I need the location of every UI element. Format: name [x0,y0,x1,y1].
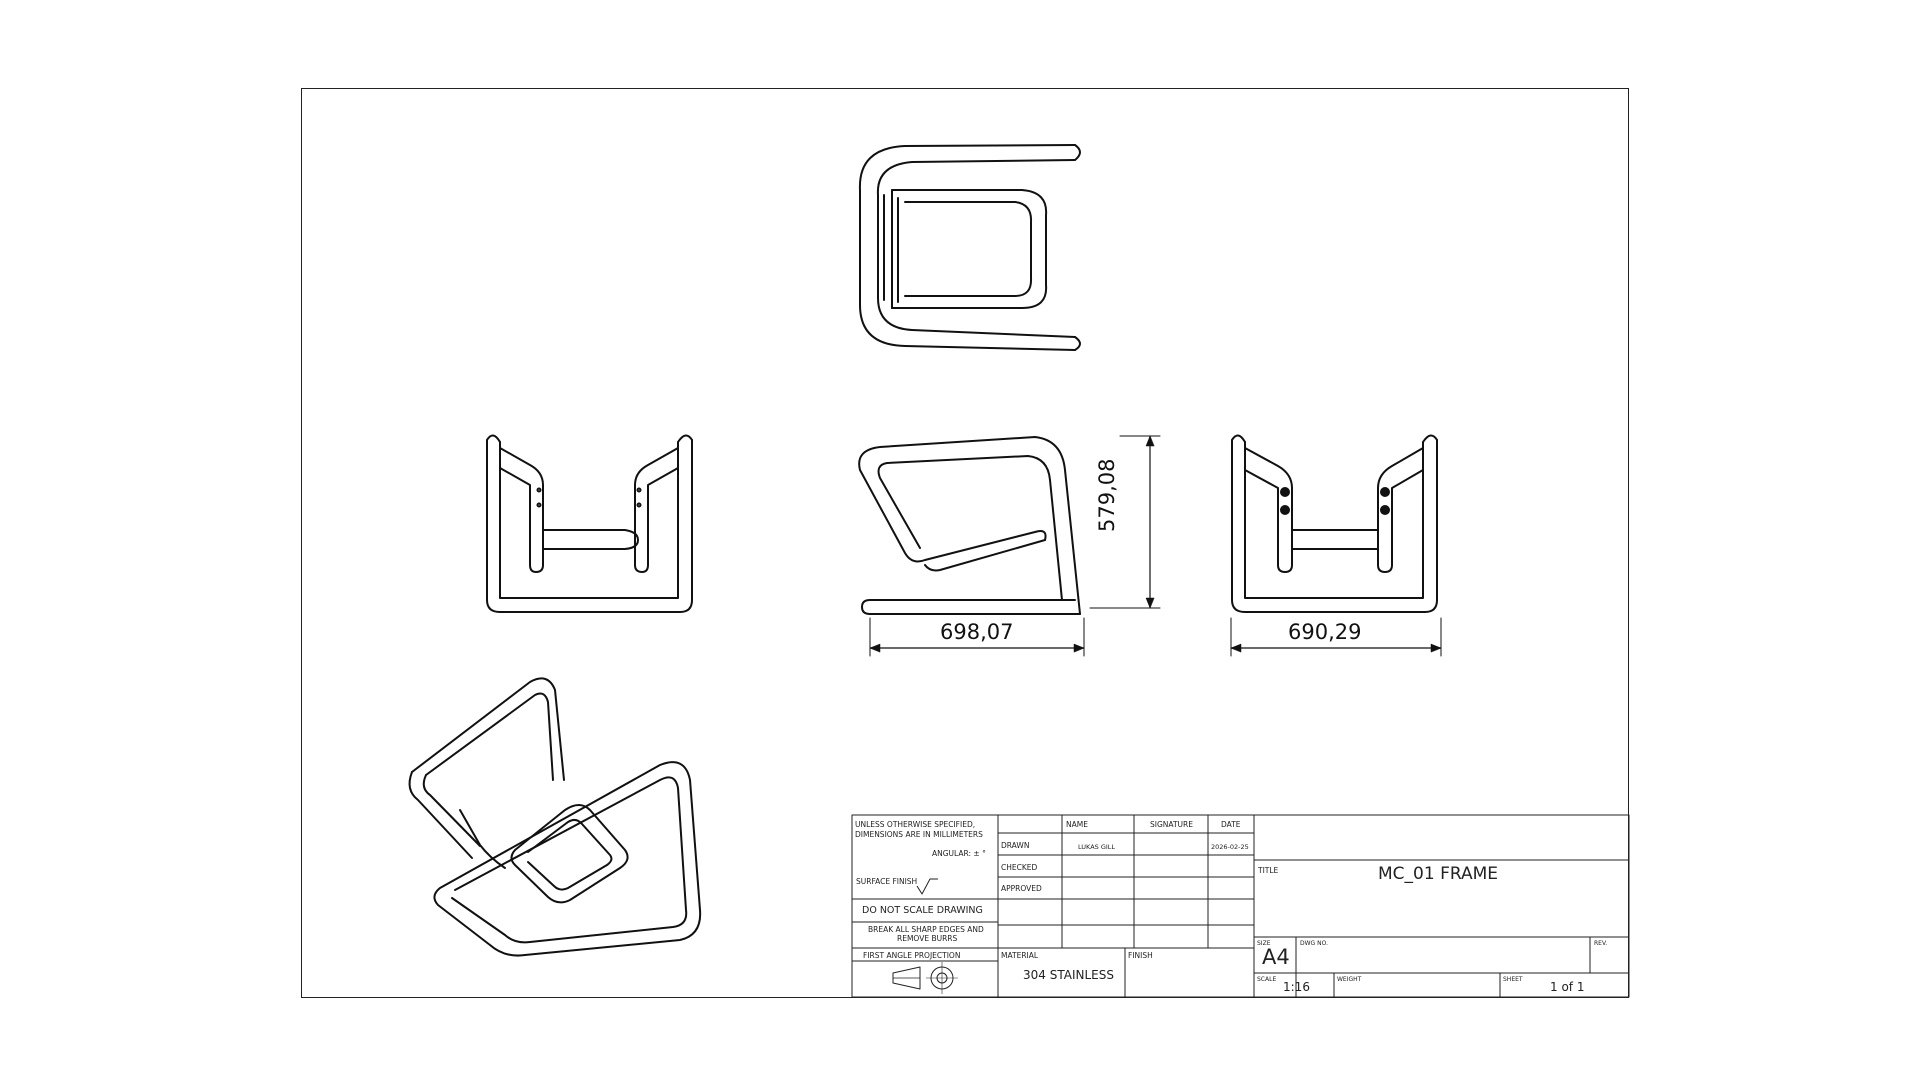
title-label: TITLE [1258,866,1279,875]
left-side-view [486,434,693,613]
top-view [858,144,1081,351]
rev-label: REV. [1594,940,1608,947]
row-checked: CHECKED [1001,863,1038,872]
drawn-by-name: LUKAS GILL [1078,843,1116,851]
row-approved: APPROVED [1001,884,1042,893]
right-side-view [1230,434,1442,657]
header-signature: SIGNATURE [1150,820,1193,829]
dimension-side-width: 690,29 [1288,620,1362,644]
note-unless: UNLESS OTHERWISE SPECIFIED, [855,820,976,829]
title-block-grid [851,814,1630,998]
material-label: MATERIAL [1001,951,1039,960]
drawing-title: MC_01 FRAME [1378,864,1499,884]
note-projection: FIRST ANGLE PROJECTION [863,951,961,960]
note-angular: ANGULAR: ± ° [932,849,986,858]
sheet-label: SHEET [1503,976,1523,983]
note-do-not-scale: DO NOT SCALE DRAWING [862,905,983,916]
note-break-edges-1: BREAK ALL SHARP EDGES AND [868,925,984,934]
dwg-no-label: DWG NO. [1300,940,1328,947]
weight-label: WEIGHT [1337,976,1362,983]
sheet-value: 1 of 1 [1550,980,1585,994]
size-value: A4 [1262,945,1290,969]
note-surface-finish: SURFACE FINISH [856,877,918,886]
scale-label: SCALE [1257,976,1277,983]
size-label: SIZE [1257,940,1271,947]
front-view [858,435,1161,657]
header-date: DATE [1221,820,1241,829]
header-name: NAME [1066,820,1088,829]
material-value: 304 STAINLESS [1023,968,1114,982]
isometric-view [408,677,702,957]
drawn-date: 2026-02-25 [1211,843,1249,851]
note-break-edges-2: REMOVE BURRS [897,934,958,943]
scale-value: 1:16 [1283,980,1310,994]
dimension-front-width: 698,07 [940,620,1014,644]
row-drawn: DRAWN [1001,841,1030,850]
finish-label: FINISH [1128,951,1153,960]
dimension-front-height: 579,08 [1095,458,1119,532]
note-dimensions: DIMENSIONS ARE IN MILLIMETERS [855,830,983,839]
